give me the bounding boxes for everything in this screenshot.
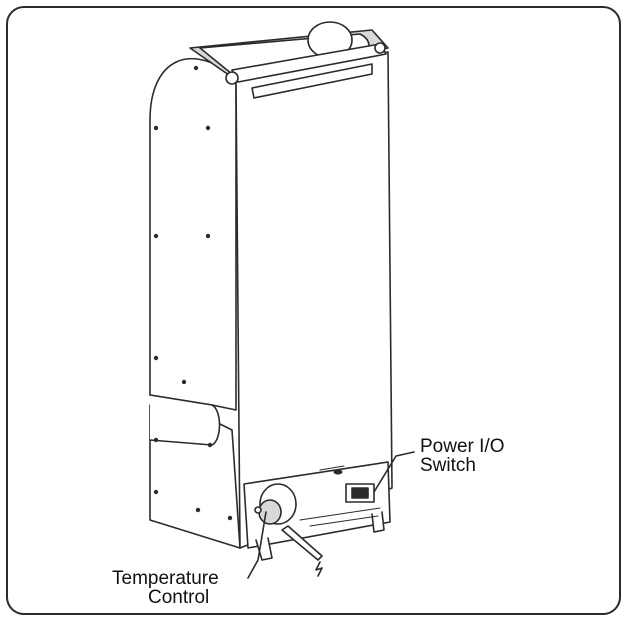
power-switch	[345, 483, 375, 503]
temperature-leader-line	[247, 511, 267, 579]
power-leader-line	[373, 451, 415, 493]
temperature-control-callout-line2: Control	[148, 587, 210, 608]
base-foot-right	[371, 511, 385, 533]
plate-print	[299, 464, 381, 527]
side-panel	[149, 58, 237, 411]
temperature-control-callout-line1: Temperature	[112, 568, 219, 589]
side-screws	[153, 65, 233, 521]
power-switch-callout-line1: Power I/O	[420, 436, 505, 457]
cord-end-mark	[315, 561, 323, 577]
power-switch-callout-line2: Switch	[420, 455, 476, 476]
handle	[251, 63, 373, 99]
power-cord	[281, 525, 323, 561]
top-knob-left	[225, 71, 239, 85]
temperature-control-callout: Temperature Control	[112, 569, 219, 607]
power-switch-callout: Power I/O Switch	[420, 437, 504, 475]
top-knob-right	[374, 42, 386, 54]
